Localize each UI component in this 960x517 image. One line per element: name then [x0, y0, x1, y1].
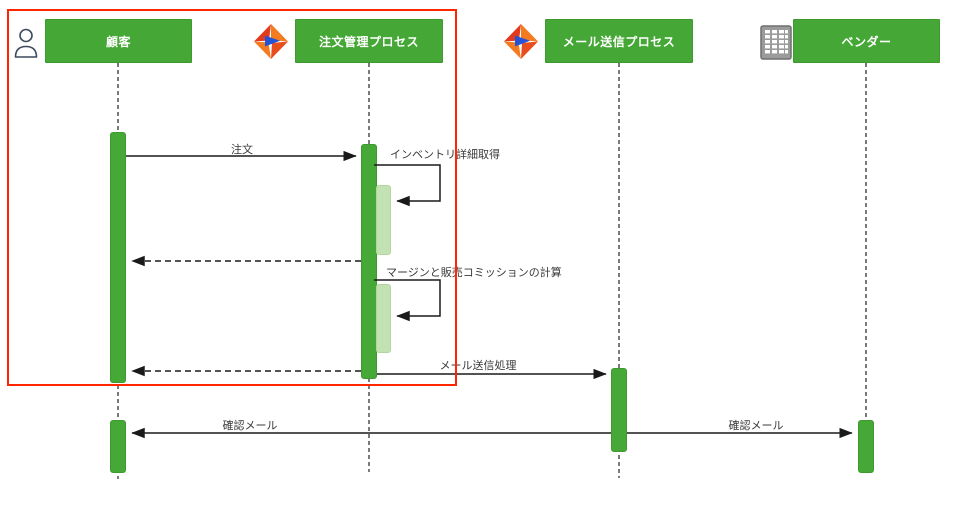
message-label-confirm-right: 確認メール	[728, 420, 784, 432]
activation-mail-main[interactable]	[611, 368, 627, 452]
informatica-icon[interactable]	[252, 23, 290, 60]
activation-order-nested-1[interactable]	[376, 185, 391, 255]
arrow-self-margin	[374, 279, 441, 322]
building-icon[interactable]	[760, 25, 792, 60]
actor-label-vendor: ベンダー	[841, 34, 892, 49]
arrow-self-inventory	[374, 164, 441, 207]
activation-vendor-main[interactable]	[858, 420, 874, 473]
activation-customer-main[interactable]	[110, 132, 126, 383]
actor-label-order-process: 注文管理プロセス	[318, 34, 419, 49]
actor-box-mail-process[interactable]: メール送信プロセス	[545, 19, 693, 63]
activation-order-main[interactable]	[361, 144, 377, 379]
message-label-margin: マージンと販売コミッションの計算	[386, 267, 562, 279]
actor-box-customer[interactable]: 顧客	[45, 19, 192, 63]
actor-label-customer: 顧客	[105, 34, 131, 49]
message-label-mail-send: メール送信処理	[439, 360, 517, 372]
actor-label-mail-process: メール送信プロセス	[562, 34, 676, 49]
actor-box-order-process[interactable]: 注文管理プロセス	[295, 19, 443, 63]
person-icon[interactable]	[13, 27, 39, 58]
informatica-icon[interactable]	[502, 23, 540, 60]
message-label-confirm-left: 確認メール	[222, 420, 278, 432]
message-label-inventory: インベントリ詳細取得	[390, 149, 500, 161]
highlight-rectangle[interactable]	[7, 9, 457, 386]
message-label-order: 注文	[231, 144, 253, 156]
activation-customer-bottom[interactable]	[110, 420, 126, 473]
actor-box-vendor[interactable]: ベンダー	[793, 19, 940, 63]
activation-order-nested-2[interactable]	[376, 284, 391, 353]
